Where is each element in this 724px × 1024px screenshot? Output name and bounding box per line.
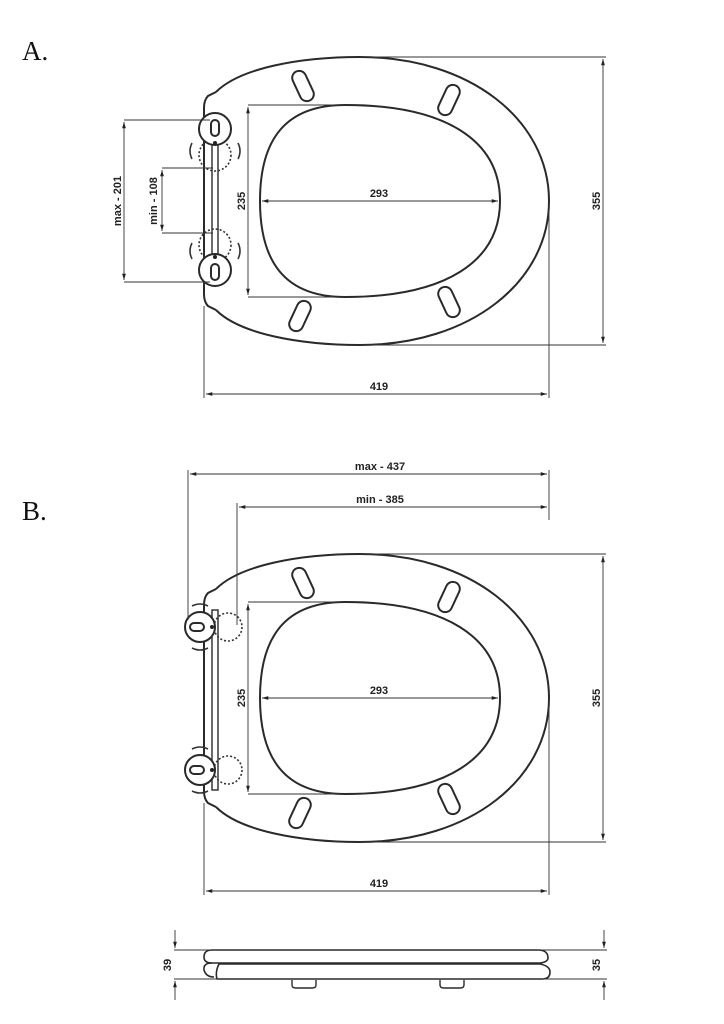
seat-top-view-b <box>204 554 606 895</box>
dim-a-max: max - 201 <box>112 176 124 226</box>
dim-b-max: max - 437 <box>355 461 405 473</box>
seat-top-view-a <box>204 57 606 398</box>
section-b-label: B. <box>22 496 47 526</box>
seat-side-view <box>173 930 607 1000</box>
section-a-label: A. <box>22 36 48 66</box>
hinges-a <box>189 112 241 287</box>
dim-side-seat-height: 35 <box>591 959 603 971</box>
dim-side-total-height: 39 <box>162 959 174 971</box>
dim-b-inner-height: 235 <box>236 689 248 707</box>
dim-a-min: min - 108 <box>148 177 160 225</box>
dim-a-inner-height: 235 <box>236 192 248 210</box>
hinges-b <box>184 603 243 794</box>
dim-a-outer-width: 419 <box>370 381 388 393</box>
dim-a-inner-width: 293 <box>370 188 388 200</box>
dim-b-min: min - 385 <box>356 494 404 506</box>
dim-b-inner-width: 293 <box>370 685 388 697</box>
dim-a-outer-height: 355 <box>591 192 603 210</box>
dim-b-outer-height: 355 <box>591 689 603 707</box>
dim-b-outer-width: 419 <box>370 878 388 890</box>
